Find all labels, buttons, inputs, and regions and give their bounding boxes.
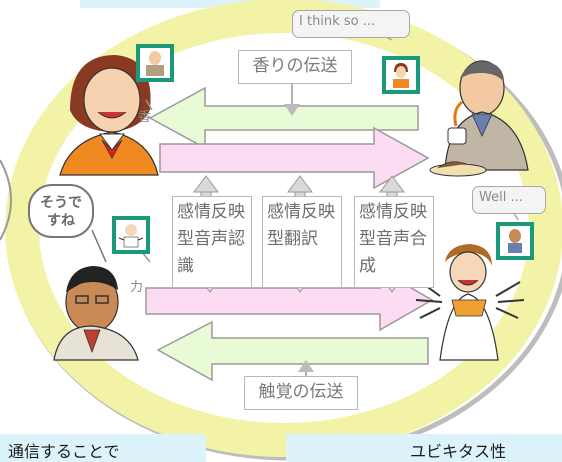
- ring: [5, 0, 562, 457]
- aroma-label: 香りの伝送: [238, 50, 352, 84]
- man-left-figure: [53, 266, 139, 361]
- haptic-connector-head: [298, 360, 314, 372]
- haptic-label: 触覚の伝送: [244, 376, 358, 410]
- emotion-translation-box: 感情反映型翻訳: [262, 196, 342, 288]
- emotion-speech-synthesis-box: 感情反映型音声合成: [354, 196, 434, 288]
- avatar-frame-top-right: [382, 56, 420, 94]
- avatar-frame-mid-right: [496, 222, 534, 260]
- man-right-figure: [429, 60, 529, 177]
- well-bubble: Well ...: [472, 186, 546, 214]
- left-edge-arc: [0, 159, 12, 241]
- caption-left: 通信することで: [0, 434, 206, 462]
- kou-label: 香: [138, 110, 152, 125]
- avatar-frame-top-left: [136, 44, 174, 82]
- kou-tick: [145, 99, 153, 111]
- avatar-frame-mid-left: [112, 216, 150, 254]
- aroma-connector-head: [284, 104, 300, 116]
- sou-desu-ne-bubble: そうですね: [28, 184, 94, 238]
- woman-right-figure: [415, 244, 525, 361]
- arrow-haptic-left: [156, 320, 429, 382]
- emotion-speech-recognition-box: 感情反映型音声認識: [172, 196, 252, 288]
- think-so-bubble: I think so ...: [292, 10, 410, 38]
- woman-left-figure: [59, 55, 159, 176]
- sou-bubble-tail: [91, 229, 107, 263]
- chikara-label: 力: [130, 280, 144, 295]
- arrow-voice-right: [159, 126, 430, 190]
- caption-right: ユビキタス性: [286, 434, 562, 462]
